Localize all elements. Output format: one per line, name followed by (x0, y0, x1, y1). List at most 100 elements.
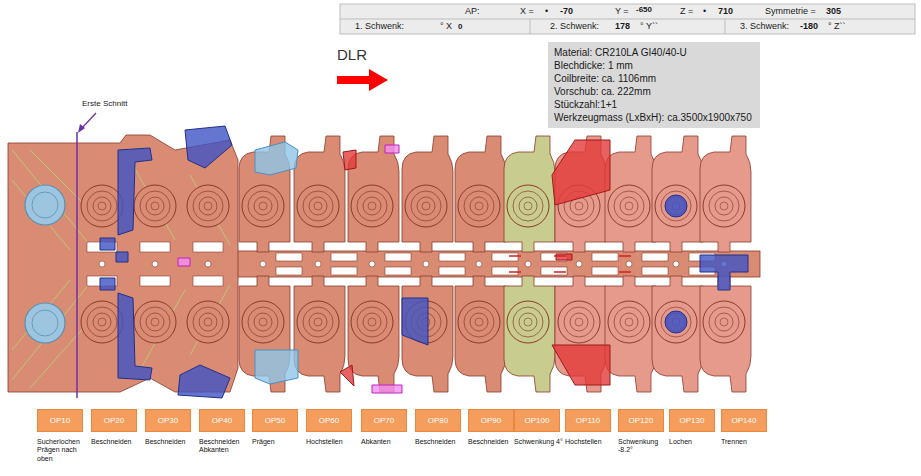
boss-ring (204, 202, 212, 210)
boss (242, 185, 284, 227)
boss-ring (464, 191, 494, 221)
operation-caption: Prägen (252, 438, 304, 446)
boss (655, 301, 697, 343)
boss-ring (575, 202, 583, 210)
trim-area (118, 293, 152, 380)
header-field: 305 (826, 7, 841, 17)
header-field: 178 (615, 22, 630, 32)
trim-area (116, 252, 128, 262)
emboss-area (255, 350, 298, 384)
part-outline (455, 136, 506, 252)
pilot-small (673, 261, 679, 267)
operation-number: OP60 (307, 410, 351, 431)
trim-area (118, 148, 152, 235)
form-area (340, 365, 354, 386)
boss-ring (564, 307, 594, 337)
operation-box: OP10Sucherlochen Prägen nach oben (37, 409, 83, 432)
pilot-small (99, 261, 105, 267)
boss-ring (199, 197, 217, 215)
tick-mark (554, 271, 566, 273)
header-field: • (545, 7, 548, 17)
boss-ring (303, 307, 333, 337)
boss-ring (715, 197, 733, 215)
leader-line (81, 113, 96, 129)
header-field: -180 (800, 22, 818, 32)
station-part (504, 276, 555, 392)
boss-ring (248, 307, 278, 337)
header-field: ° X (440, 22, 452, 32)
header-field: Z = (680, 7, 693, 17)
operation-number: OP40 (200, 410, 244, 431)
operation-box: OP110Hochstellen (565, 409, 611, 432)
boss-ring (368, 318, 376, 326)
operation-caption: Schwenkung 4° (514, 438, 566, 446)
cutout (140, 276, 170, 286)
boss (81, 185, 123, 227)
boss-ring (575, 318, 583, 326)
station-part (504, 136, 555, 252)
operation-number: OP80 (416, 410, 460, 431)
station-part (455, 136, 506, 252)
pilot-small (423, 261, 429, 267)
boss (81, 301, 123, 343)
header-field: 1. Schwenk: (355, 22, 404, 32)
form-area (556, 254, 572, 260)
carrier-window (541, 267, 567, 275)
boss (558, 301, 600, 343)
pilot-small (576, 261, 582, 267)
tick-mark (619, 255, 631, 257)
station-part (134, 185, 176, 252)
tick-mark (509, 255, 521, 257)
boss-ring (519, 313, 537, 331)
header-field: -650 (636, 6, 652, 15)
flange-area (178, 258, 190, 266)
operation-box: OP100Schwenkung 4° (514, 409, 560, 432)
part-outline (652, 136, 703, 252)
header-divider (340, 19, 915, 20)
pilot-small (315, 261, 321, 267)
header-divider (530, 19, 531, 34)
operation-number: OP30 (146, 410, 190, 431)
operation-number: OP130 (670, 410, 714, 431)
cut-off-area (700, 255, 748, 290)
pilot-small (626, 261, 632, 267)
boss-ring (470, 313, 488, 331)
station-part (605, 136, 656, 252)
operation-number: OP70 (362, 410, 406, 431)
operation-caption: Beschneiden Abkanten (199, 438, 251, 455)
operation-caption: Hochstellen (565, 438, 617, 446)
operation-caption: Beschneiden (468, 438, 520, 446)
operation-box: OP140Trennen (721, 409, 767, 432)
part-outline (402, 276, 453, 392)
boss-ring (620, 313, 638, 331)
pilot-small (152, 261, 158, 267)
header-field: Y = (615, 7, 629, 17)
pilot-hole (25, 185, 65, 225)
boss (242, 301, 284, 343)
operation-box: OP30Beschneiden (145, 409, 191, 432)
carrier-window (276, 267, 302, 275)
boss-ring (661, 191, 691, 221)
station-part (294, 276, 345, 392)
operation-caption: Abkanten (361, 438, 413, 446)
pierce-hole (665, 195, 687, 217)
spec-line: Coilbreite: ca. 1106mm (554, 72, 754, 85)
boss-ring (259, 318, 267, 326)
boss-ring (199, 313, 217, 331)
operation-number: OP50 (253, 410, 297, 431)
boss-ring (625, 318, 633, 326)
pilot-small (525, 261, 531, 267)
boss-ring (87, 191, 117, 221)
boss (703, 185, 745, 227)
station-part (134, 276, 176, 343)
feed-arrow (337, 69, 388, 91)
operation-box: OP50Prägen (252, 409, 298, 432)
form-area (343, 150, 356, 170)
trim-area (402, 298, 428, 345)
pierce-hole (665, 311, 687, 333)
header-field: X = (520, 7, 534, 17)
part-outline (294, 276, 345, 392)
scrap-line (12, 280, 70, 350)
header-field: 710 (718, 7, 733, 17)
boss-ring (151, 318, 159, 326)
